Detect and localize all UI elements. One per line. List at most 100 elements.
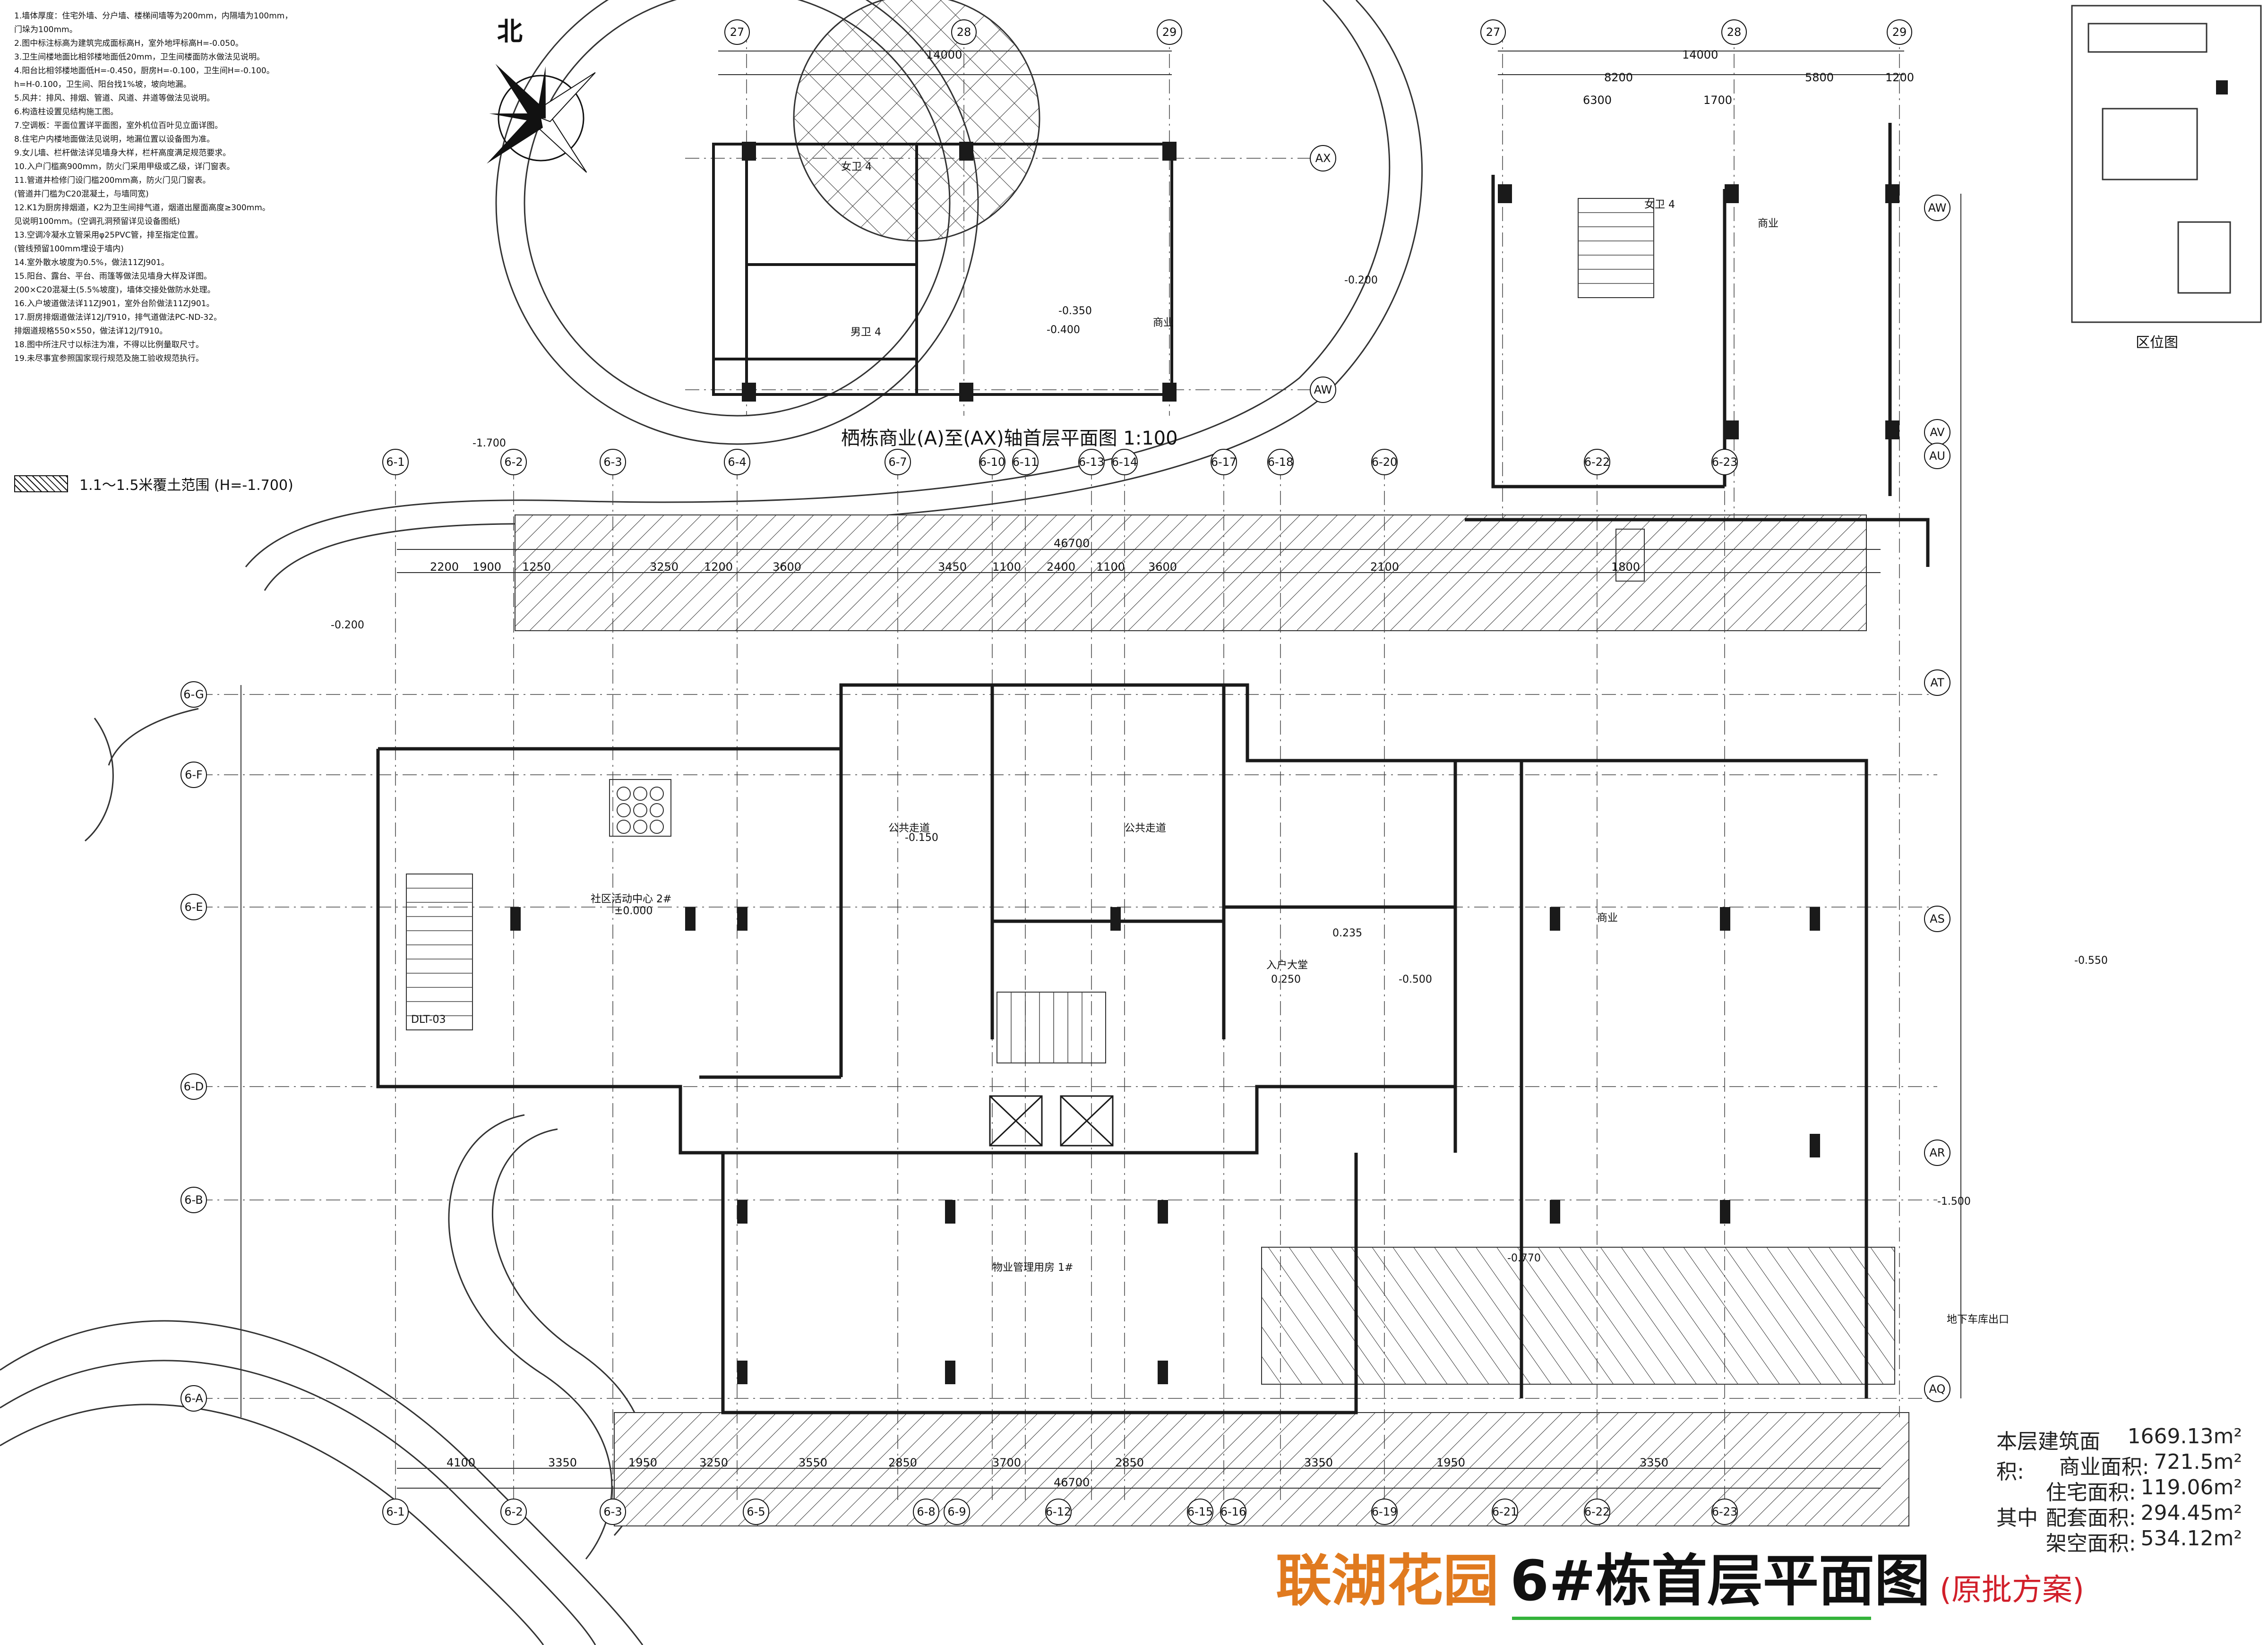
note-line: 8.住宅户内楼地面做法见说明，地漏位置以设备图为准。 <box>14 135 215 144</box>
axis-bubble: AW <box>1924 195 1950 221</box>
svg-text:3700: 3700 <box>992 1456 1021 1469</box>
keyplan-label: 区位图 <box>2136 334 2178 351</box>
stat-label: 架空面积: <box>2045 1532 2136 1556</box>
general-notes: 1.墙体厚度：住宅外墙、分户墙、楼梯间墙等为200mm，内隔墙为100mm， 门… <box>14 9 666 366</box>
note-line: 5.风井：排风、排烟、管道、风道、井道等做法见说明。 <box>14 94 215 103</box>
svg-text:3550: 3550 <box>799 1456 827 1469</box>
svg-text:6-13: 6-13 <box>1079 455 1104 469</box>
svg-text:6-9: 6-9 <box>947 1505 966 1518</box>
note-line: 16.入户坡道做法详11ZJ901，室外台阶做法11ZJ901。 <box>14 299 215 308</box>
svg-text:3250: 3250 <box>650 560 679 574</box>
svg-text:3250: 3250 <box>699 1456 728 1469</box>
svg-text:女卫 4: 女卫 4 <box>1644 199 1675 211</box>
svg-text:1100: 1100 <box>1096 560 1125 574</box>
top-dimension-texts: 2200 1900 1250 3250 1200 3600 3450 1100 … <box>430 537 1640 574</box>
note-line: 6.构造柱设置见结构施工图。 <box>14 107 119 117</box>
svg-text:AR: AR <box>1929 1146 1945 1159</box>
svg-text:AW: AW <box>1928 201 1947 214</box>
note-line: 17.厨房排烟道做法详12J/T910，排气道做法PC-ND-32。 <box>14 313 222 322</box>
svg-text:2100: 2100 <box>1370 560 1399 574</box>
svg-text:3350: 3350 <box>1304 1456 1333 1469</box>
svg-text:-1.500: -1.500 <box>1937 1196 1971 1208</box>
svg-text:6-D: 6-D <box>184 1080 204 1093</box>
svg-text:46700: 46700 <box>1054 537 1090 550</box>
axis-bubble: 28 <box>1721 19 1747 45</box>
title-underline <box>1512 1617 1871 1620</box>
svg-text:1900: 1900 <box>472 560 501 574</box>
stairs <box>406 198 1654 1063</box>
subplan-walls <box>712 143 1173 396</box>
svg-text:6-18: 6-18 <box>1268 455 1293 469</box>
svg-text:6-2: 6-2 <box>504 455 523 469</box>
north-arrow-icon <box>487 64 596 173</box>
note-line: 14.室外散水坡度为0.5%，做法11ZJ901。 <box>14 258 169 267</box>
svg-text:-0.550: -0.550 <box>2074 955 2108 967</box>
axis-bubble: 6-11 <box>1012 449 1039 475</box>
svg-text:6-5: 6-5 <box>747 1505 765 1518</box>
stat-row: 住宅面积: 119.06m² <box>1996 1475 2242 1505</box>
stat-row: 其中 配套面积: 294.45m² <box>1996 1501 2242 1530</box>
axis-bubble: AR <box>1924 1140 1950 1166</box>
svg-text:AV: AV <box>1930 426 1945 439</box>
note-line: 见说明100mm。(空调孔洞预留详见设备图纸) <box>14 217 180 226</box>
dimension-lines <box>241 51 1961 1489</box>
axis-bubble: 6-21 <box>1492 1499 1518 1525</box>
hex-paving <box>609 779 671 837</box>
project-name: 联湖花园 <box>1276 1548 1499 1613</box>
note-line: 18.图中所注尺寸以标注为准，不得以比例量取尺寸。 <box>14 340 204 350</box>
note-line: 13.空调冷凝水立管采用φ25PVC管，排至指定位置。 <box>14 231 203 240</box>
stat-value: 1669.13m² <box>2127 1424 2242 1448</box>
note-line: 1.墙体厚度：住宅外墙、分户墙、楼梯间墙等为200mm，内隔墙为100mm， <box>14 11 293 21</box>
stat-value: 294.45m² <box>2140 1501 2242 1525</box>
svg-text:1700: 1700 <box>1703 94 1732 107</box>
note-line: 10.入户门槛高900mm，防火门采用甲级或乙级，详门窗表。 <box>14 162 235 171</box>
svg-text:28: 28 <box>1727 26 1742 39</box>
north-label: 北 <box>497 17 523 46</box>
svg-text:6-4: 6-4 <box>728 455 746 469</box>
svg-text:6300: 6300 <box>1583 94 1612 107</box>
svg-text:6-8: 6-8 <box>917 1505 935 1518</box>
key-plan-target <box>2216 80 2228 94</box>
stat-value: 119.06m² <box>2140 1475 2242 1499</box>
axis-bubble: 6-10 <box>979 449 1005 475</box>
note-line: 2.图中标注标高为建筑完成面标高H，室外地坪标高H=-0.050。 <box>14 39 243 48</box>
left-axis-bubbles: 6-G 6-F 6-E 6-D 6-B 6-A <box>180 681 207 1412</box>
axis-bubble: 6-17 <box>1211 449 1237 475</box>
svg-text:DLT-03: DLT-03 <box>411 1014 446 1026</box>
bottom-dimension-texts: 4100 3350 1950 3250 3550 2850 3700 2850 … <box>447 1456 1668 1489</box>
right-axis-bubbles: AX AW AW AV AU AT AS AR AQ <box>1310 145 1950 1402</box>
svg-text:女卫 4: 女卫 4 <box>841 161 872 173</box>
svg-text:6-3: 6-3 <box>603 1505 622 1518</box>
axis-bubble: 6-14 <box>1111 449 1138 475</box>
axis-bubble: AU <box>1924 443 1950 469</box>
axis-bubble: 6-7 <box>885 449 911 475</box>
svg-text:27: 27 <box>730 26 745 39</box>
hatch-swatch-icon <box>14 475 68 492</box>
svg-text:AQ: AQ <box>1929 1382 1946 1396</box>
svg-text:6-2: 6-2 <box>504 1505 523 1518</box>
svg-text:入户大堂: 入户大堂 <box>1266 960 1308 971</box>
svg-text:-0.150: -0.150 <box>905 832 938 844</box>
axis-bubble: AW <box>1310 377 1336 403</box>
note-line: 19.未尽事宜参照国家现行规范及施工验收规范执行。 <box>14 354 204 363</box>
svg-text:-0.350: -0.350 <box>1058 305 1092 317</box>
axis-bubble: AX <box>1310 145 1336 171</box>
note-line: 15.阳台、露台、平台、雨篷等做法见墙身大样及详图。 <box>14 272 212 281</box>
svg-text:6-20: 6-20 <box>1372 455 1397 469</box>
svg-text:2850: 2850 <box>888 1456 917 1469</box>
axis-bubble: 6-16 <box>1220 1499 1246 1525</box>
note-line: 3.卫生间楼地面比相邻楼地面低20mm，卫生间楼面防水做法见说明。 <box>14 52 265 62</box>
subplan-axis-bubbles: 27 28 29 27 28 29 <box>724 19 1912 45</box>
svg-text:AS: AS <box>1930 912 1945 925</box>
stat-value: 534.12m² <box>2140 1526 2242 1551</box>
axis-bubble: 6-18 <box>1267 449 1294 475</box>
axis-bubble: 6-20 <box>1371 449 1398 475</box>
axis-bubble: 6-13 <box>1078 449 1105 475</box>
stat-label: 本层建筑面积: <box>1996 1430 2100 1484</box>
svg-text:14000: 14000 <box>926 48 962 61</box>
svg-text:6-17: 6-17 <box>1211 455 1237 469</box>
axis-bubble: AT <box>1924 669 1950 696</box>
elevator-shafts <box>989 1095 1114 1147</box>
svg-text:6-22: 6-22 <box>1584 455 1610 469</box>
